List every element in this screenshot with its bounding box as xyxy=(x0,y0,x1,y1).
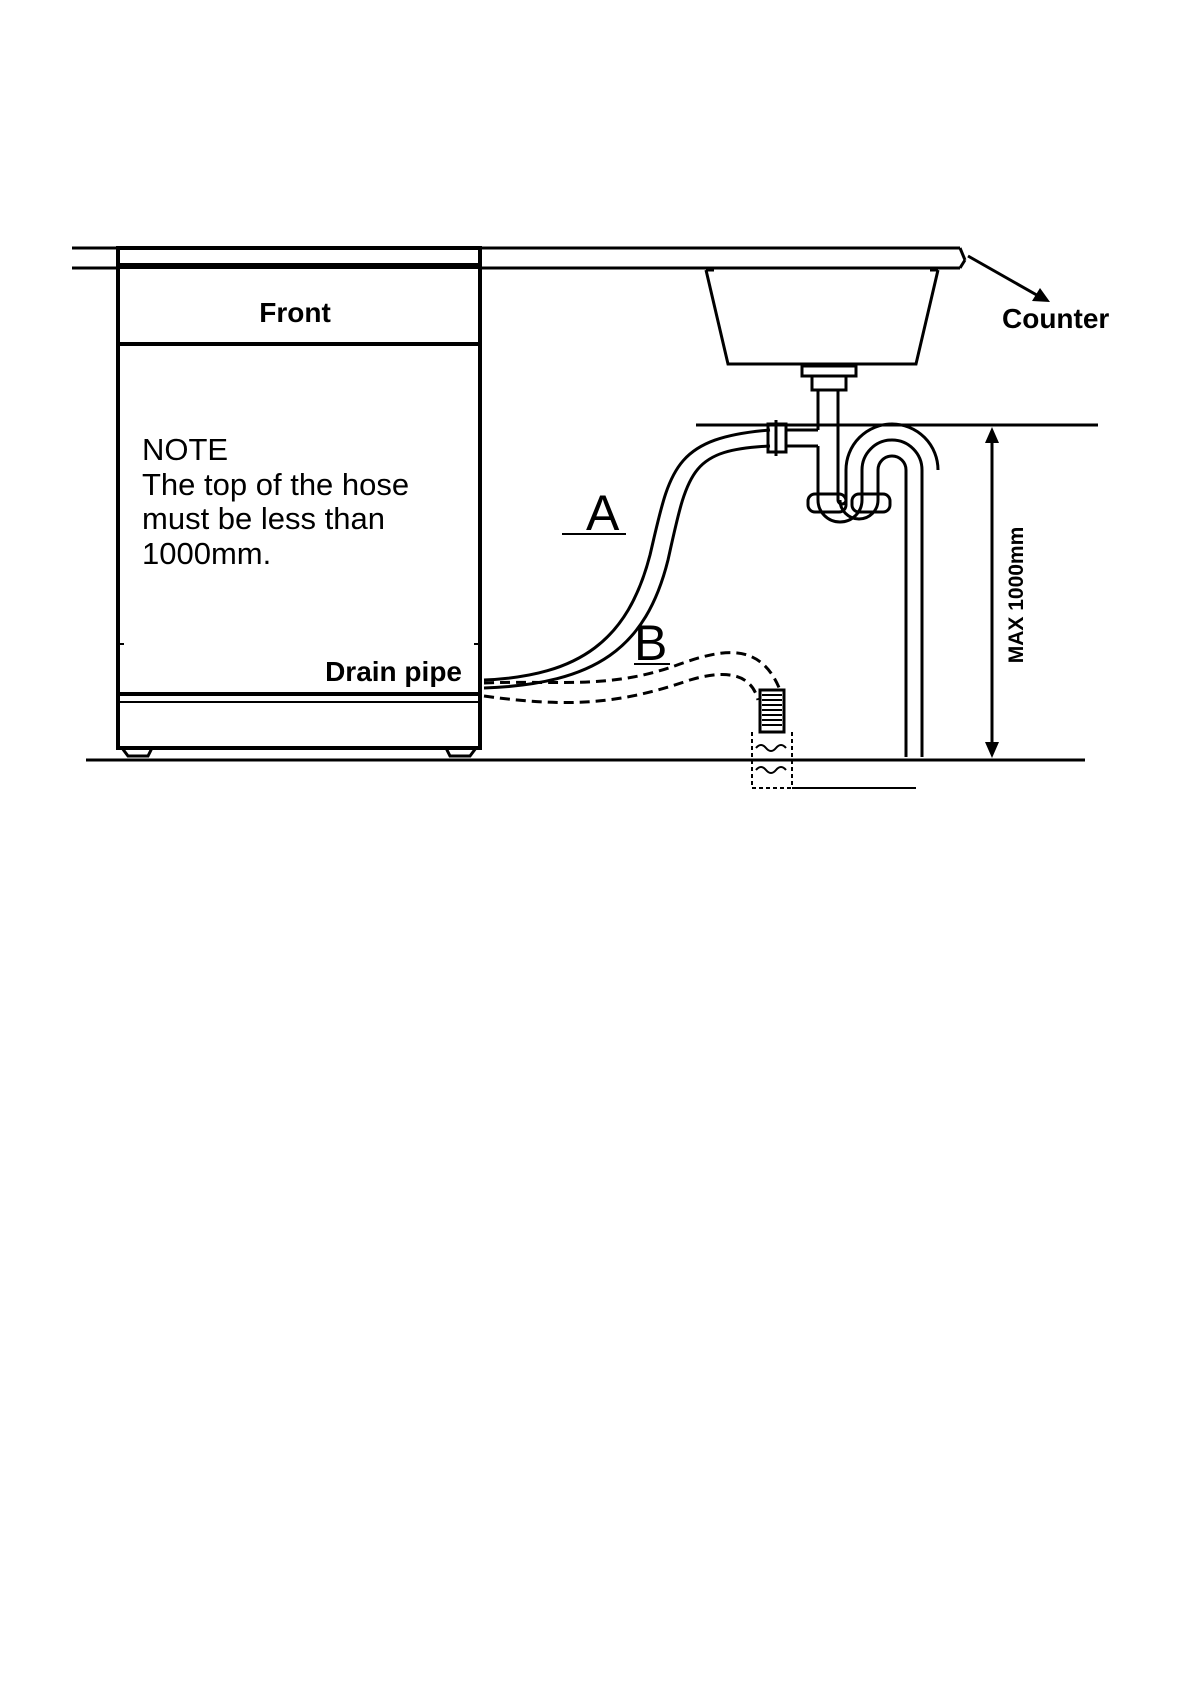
note-line-3: 1000mm. xyxy=(142,536,271,571)
hose-b-label: B xyxy=(634,615,667,671)
note-heading: NOTE xyxy=(142,432,228,467)
sink-trap-pipe xyxy=(786,364,940,757)
sink-basin xyxy=(704,268,940,366)
drain-hose-a xyxy=(483,420,788,690)
counter-label: Counter xyxy=(1002,303,1109,334)
front-label: Front xyxy=(259,297,331,328)
note-line-2: must be less than xyxy=(142,501,385,536)
note-line-1: The top of the hose xyxy=(142,467,409,502)
max-height-label: MAX 1000mm xyxy=(1005,527,1028,664)
drain-pipe-label: Drain pipe xyxy=(325,656,462,687)
drain-hose-b xyxy=(483,651,782,705)
hose-a-label: A xyxy=(586,485,620,541)
counter-pointer-arrow xyxy=(967,254,1050,302)
dimension-arrow xyxy=(985,427,999,758)
standpipe xyxy=(751,688,916,789)
dishwasher-body xyxy=(116,246,482,758)
